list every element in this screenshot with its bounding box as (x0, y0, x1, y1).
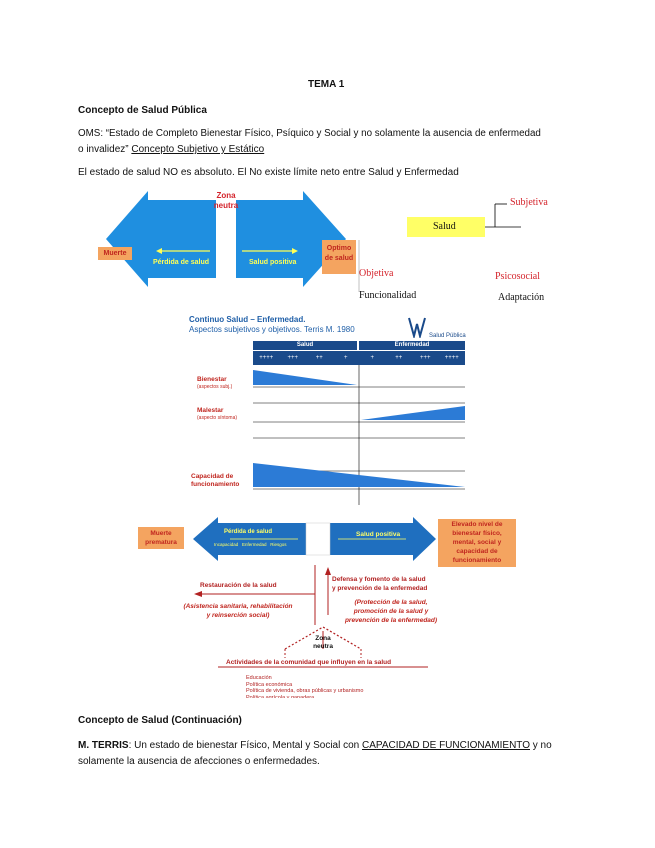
bienestar-label: Bienestar (197, 376, 227, 383)
bienestar-wedge (253, 370, 357, 385)
right-arrow-shape (236, 191, 346, 287)
actividades-list: Educación Política económica Política de… (246, 675, 363, 698)
left-arrow-shape (106, 191, 216, 287)
capacidad-label: Capacidad de funcionamiento (191, 473, 240, 488)
objetiva-label: Objetiva (359, 268, 394, 279)
level-cell: ++++ (444, 355, 459, 361)
community-health-svg (193, 517, 436, 668)
oms-definition-line1: OMS: “Estado de Completo Bienestar Físic… (78, 128, 541, 139)
psicosocial-label: Psicosocial (495, 271, 540, 282)
salud-positiva-label-2: Salud positiva (356, 531, 401, 538)
health-continuum-figure: Zona neutra Pérdida de salud Salud posit… (98, 190, 360, 290)
restauracion-label: Restauración de la salud (200, 582, 277, 589)
levels-row: ++++ +++ ++ + + ++ +++ ++++ (253, 351, 465, 365)
salud-publica-logo-icon (408, 317, 426, 338)
header-salud: Salud (253, 341, 357, 350)
terris-text-a: : Un estado de bienestar Físico, Mental … (128, 740, 363, 751)
perdida-salud-label: Pérdida de salud (153, 259, 210, 266)
elevado-nivel-box: Elevado nivel de bienestar físico, menta… (438, 519, 516, 567)
community-health-figure: Pérdida de salud Incapacidad Enfermedad … (138, 515, 518, 705)
malestar-sublabel: (aspecto síntoma) (197, 415, 238, 421)
muerte-prematura-box: Muerte prematura (138, 527, 184, 549)
salud-dimensions-svg (358, 203, 521, 292)
level-cell: + (370, 355, 374, 361)
oms-definition-line2: o invalidez” Concepto Subjetivo y Estáti… (78, 143, 264, 157)
health-statement: El estado de salud NO es absoluto. El No… (78, 167, 459, 178)
subjetiva-label: Subjetiva (510, 197, 548, 208)
actividades-label: Actividades de la comunidad que influyen… (226, 659, 392, 666)
level-cell: ++ (315, 355, 323, 361)
oms-definition-text: o invalidez” (78, 144, 132, 155)
perdida-sub-label: Incapacidad Enfermedad Riesgos (214, 542, 287, 547)
salud-dimensions-figure: Salud Subjetiva Objetiva Psicosocial Fun… (355, 192, 575, 310)
logo-text: Salud Pública (429, 333, 466, 339)
terris-figure-subtitle: Aspectos subjetivos y objetivos. Terris … (189, 325, 355, 334)
section-heading-continuacion: Concepto de Salud (Continuación) (78, 715, 242, 726)
header-enfermedad: Enfermedad (359, 341, 465, 350)
defensa-label: Defensa y fomento de la salud y prevenci… (332, 576, 428, 592)
malestar-wedge (361, 406, 465, 420)
bienestar-sublabel: (aspectos subj.) (197, 384, 233, 390)
page-title: TEMA 1 (308, 79, 345, 90)
health-continuum-svg (106, 191, 346, 287)
zona-neutra-label-2: Zona neutra (313, 635, 333, 650)
defensa-sublabel: (Protección de la salud, promoción de la… (344, 599, 438, 624)
terris-continuum-figure: Continuo Salud – Enfermedad. Aspectos su… (185, 313, 473, 511)
level-cell: +++ (287, 355, 298, 361)
terris-label: M. TERRIS (78, 740, 129, 751)
salud-label: Salud (433, 221, 456, 232)
list-item: Política económica (246, 681, 293, 688)
level-cell: ++ (395, 355, 403, 361)
muerte-box: Muerte (98, 247, 132, 260)
perdida-salud-label-2: Pérdida de salud (224, 529, 273, 535)
terris-definition-line2: solamente la ausencia de afecciones o en… (78, 756, 320, 767)
malestar-label: Malestar (197, 407, 224, 414)
list-item: Educación (246, 675, 272, 681)
level-cell: + (343, 355, 348, 361)
continuum-grid-svg (253, 365, 465, 505)
list-item: Política agrícola y ganadera (246, 694, 315, 698)
restauracion-sublabel: (Asistencia sanitaria, rehabilitación y … (183, 603, 293, 619)
terris-text-c: y no (530, 740, 552, 751)
capacidad-funcionamiento-text: CAPACIDAD DE FUNCIONAMIENTO (362, 740, 530, 751)
capacidad-wedge (253, 463, 465, 487)
list-item: Política de vivienda, obras públicas y u… (246, 688, 364, 694)
salud-positiva-label: Salud positiva (249, 259, 297, 266)
zona-neutra-label: Zona neutra (213, 191, 239, 210)
funcionalidad-label: Funcionalidad (359, 290, 417, 301)
adaptacion-label: Adaptación (498, 292, 545, 303)
neutral-zone-box (216, 224, 236, 278)
section-heading-salud-publica: Concepto de Salud Pública (78, 105, 207, 116)
concepto-subjetivo-link: Concepto Subjetivo y Estático (131, 144, 265, 155)
level-cell: ++++ (259, 355, 274, 361)
terris-figure-title: Continuo Salud – Enfermedad. (189, 315, 306, 324)
terris-definition-line1: M. TERRIS: Un estado de bienestar Físico… (78, 739, 552, 753)
level-cell: +++ (419, 355, 431, 361)
salud-box (407, 217, 485, 237)
optimo-salud-box: Optimo de salud (322, 240, 356, 274)
